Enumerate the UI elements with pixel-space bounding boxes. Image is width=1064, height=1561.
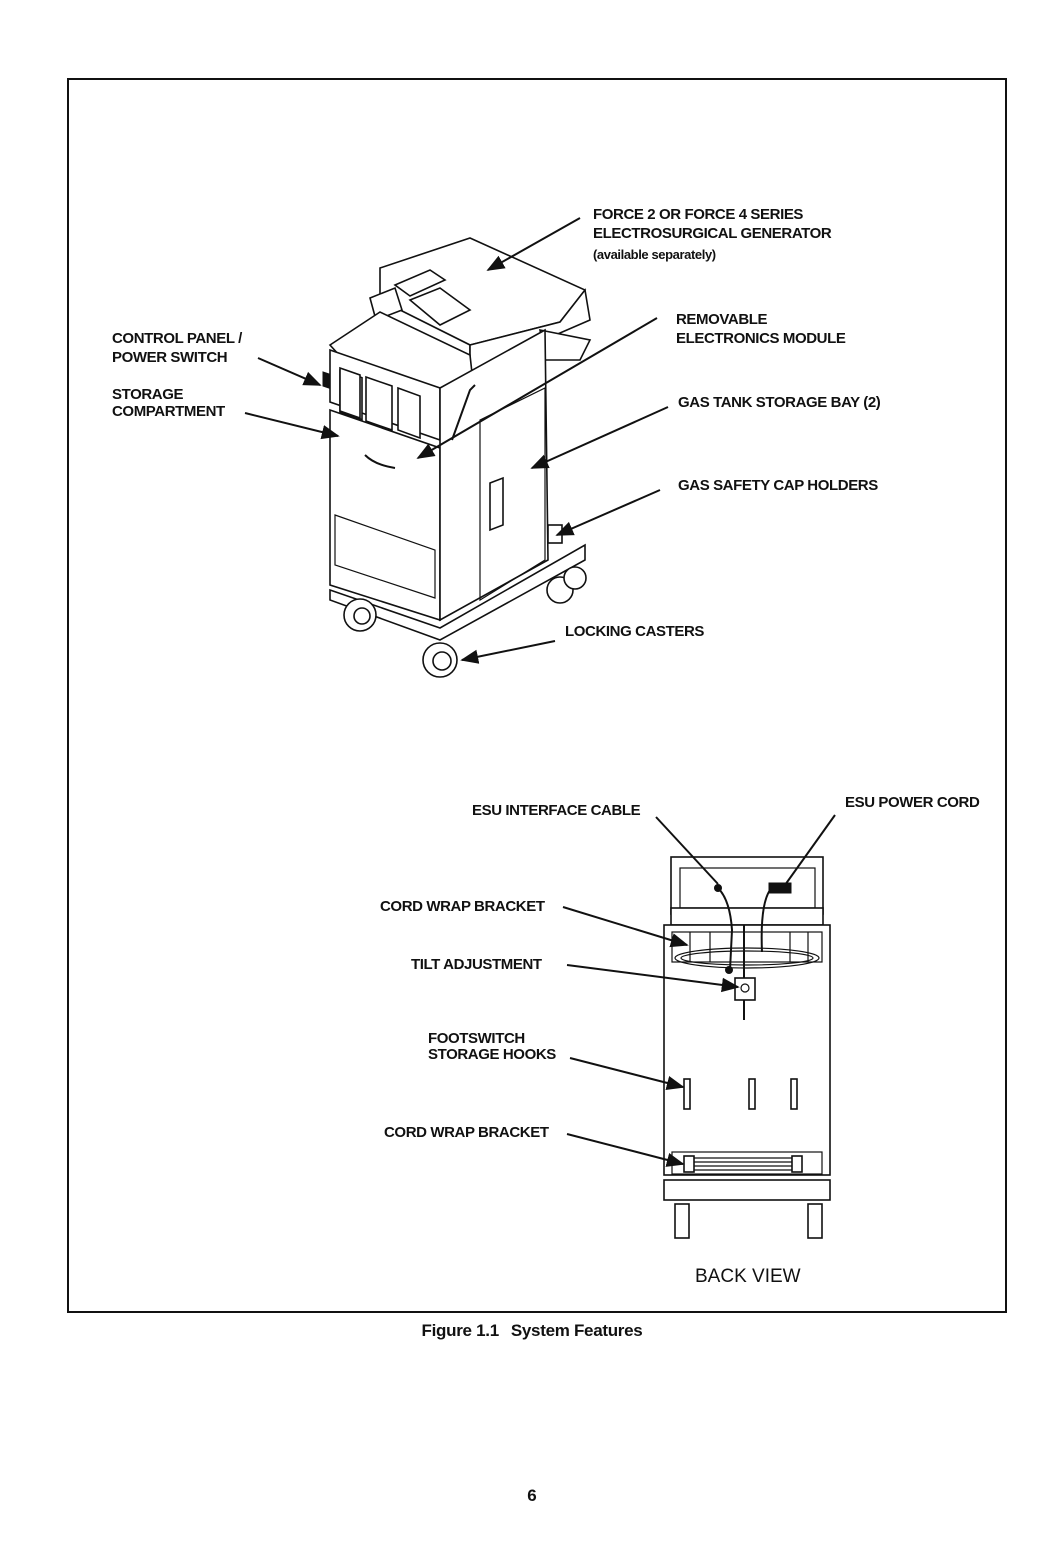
storage-label-line-1: STORAGE bbox=[112, 386, 183, 403]
generator-label-line-1: FORCE 2 OR FORCE 4 SERIES bbox=[593, 206, 803, 223]
safety-cap-label: GAS SAFETY CAP HOLDERS bbox=[678, 477, 878, 494]
cart-front-illustration bbox=[322, 237, 592, 678]
cord-wrap-bottom-label: CORD WRAP BRACKET bbox=[384, 1124, 549, 1141]
back-leader-lines bbox=[562, 814, 836, 1167]
cart-back-illustration bbox=[663, 856, 831, 1239]
power-cord-label: ESU POWER CORD bbox=[845, 794, 980, 811]
front-labels: FORCE 2 OR FORCE 4 SERIES ELECTROSURGICA… bbox=[112, 206, 881, 640]
figure-title: System Features bbox=[510, 1321, 643, 1340]
storage-label-line-2: COMPARTMENT bbox=[112, 403, 225, 420]
tilt-label: TILT ADJUSTMENT bbox=[411, 956, 542, 973]
casters-label: LOCKING CASTERS bbox=[565, 623, 704, 640]
generator-label-line-2: ELECTROSURGICAL GENERATOR bbox=[593, 225, 832, 242]
gas-tank-label: GAS TANK STORAGE BAY (2) bbox=[678, 394, 881, 411]
page-number: 6 bbox=[527, 1486, 537, 1505]
figure-frame bbox=[67, 78, 1007, 1313]
cord-wrap-top-label: CORD WRAP BRACKET bbox=[380, 898, 545, 915]
interface-cable-label: ESU INTERFACE CABLE bbox=[472, 802, 641, 819]
footswitch-label-line-2: STORAGE HOOKS bbox=[428, 1046, 556, 1063]
figure-caption: Figure 1.1 System Features bbox=[0, 1321, 1064, 1341]
module-label-line-1: REMOVABLE bbox=[676, 311, 768, 328]
figure-number: Figure 1.1 bbox=[421, 1321, 500, 1340]
control-panel-label-line-2: POWER SWITCH bbox=[112, 349, 227, 366]
control-panel-label-line-1: CONTROL PANEL / bbox=[112, 330, 243, 347]
front-leader-lines bbox=[244, 217, 669, 664]
generator-label-line-3: (available separately) bbox=[593, 247, 716, 262]
module-label-line-2: ELECTRONICS MODULE bbox=[676, 330, 846, 347]
back-view-label: BACK VIEW bbox=[695, 1266, 801, 1287]
back-labels: ESU INTERFACE CABLE ESU POWER CORD CORD … bbox=[380, 794, 980, 1287]
footswitch-label-line-1: FOOTSWITCH bbox=[428, 1030, 525, 1047]
